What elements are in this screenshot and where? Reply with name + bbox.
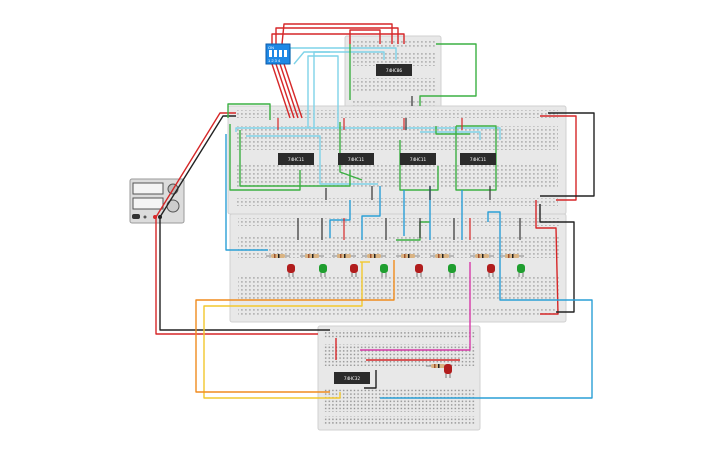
wire-green[interactable]	[435, 126, 470, 135]
resistor-icon[interactable]	[396, 254, 420, 258]
leds	[287, 264, 525, 378]
wire-black[interactable]	[364, 370, 377, 389]
led-icon[interactable]	[319, 264, 327, 277]
chip-label: 74HC11	[470, 157, 487, 163]
jumpers	[297, 96, 521, 240]
resistor-icon[interactable]	[430, 254, 454, 258]
chip-74hc32[interactable]: 74HC32	[334, 372, 370, 384]
led-icon[interactable]	[415, 264, 423, 277]
led-icon[interactable]	[444, 364, 452, 378]
wires	[155, 23, 595, 399]
chip-label: 74HC86	[386, 68, 403, 74]
wire-green[interactable]	[339, 122, 363, 181]
wire-green[interactable]	[419, 43, 477, 106]
resistors	[266, 254, 524, 368]
wire-red[interactable]	[279, 63, 299, 119]
wire-lightblue[interactable]	[235, 127, 501, 140]
dip-switch-numbers: 1 2 3 4	[268, 58, 281, 63]
wire-green[interactable]	[229, 124, 301, 191]
chip-74hc86[interactable]: 74HC86	[376, 64, 412, 76]
wire-red[interactable]	[540, 115, 577, 201]
led-icon[interactable]	[517, 264, 525, 277]
wire-red[interactable]	[283, 63, 303, 119]
wire-lightblue[interactable]	[313, 51, 330, 128]
wire-green[interactable]	[239, 130, 351, 187]
wire-red[interactable]	[349, 29, 381, 44]
wire-black[interactable]	[539, 204, 575, 313]
wire-black[interactable]	[540, 112, 595, 197]
chip-label: 74HC11	[410, 157, 427, 163]
wire-green[interactable]	[455, 125, 497, 191]
led-icon[interactable]	[380, 264, 388, 277]
wire-lightblue[interactable]	[293, 51, 385, 65]
wire-red[interactable]	[155, 217, 318, 335]
chip-label: 74HC11	[288, 157, 305, 163]
wire-green[interactable]	[227, 103, 271, 120]
resistor-icon[interactable]	[332, 254, 356, 258]
chip-label: 74HC11	[348, 157, 365, 163]
chip-74hc11-2[interactable]: 74HC11	[338, 153, 374, 165]
wire-yellow[interactable]	[203, 262, 363, 399]
resistor-icon[interactable]	[500, 254, 524, 258]
led-icon[interactable]	[487, 264, 495, 277]
chip-label: 74HC32	[344, 376, 361, 382]
resistor-icon[interactable]	[300, 254, 324, 258]
jumpers-red	[277, 118, 471, 240]
power-supply-icon[interactable]	[129, 178, 185, 224]
led-icon[interactable]	[350, 264, 358, 277]
wire-blue[interactable]	[329, 200, 351, 238]
wire-magenta[interactable]	[360, 262, 471, 351]
resistor-icon[interactable]	[362, 254, 386, 258]
chip-74hc11-4[interactable]: 74HC11	[460, 153, 496, 165]
wire-blue[interactable]	[380, 211, 593, 399]
chip-74hc11-1[interactable]: 74HC11	[278, 153, 314, 165]
chip-74hc11-3[interactable]: 74HC11	[400, 153, 436, 165]
wire-lightblue[interactable]	[307, 55, 339, 128]
wire-lightblue[interactable]	[246, 135, 378, 185]
wire-red[interactable]	[535, 200, 559, 315]
dip-switch-icon[interactable]: ON 1 2 3 4	[265, 43, 291, 65]
wire-black[interactable]	[159, 115, 236, 218]
breadboard-main-lower[interactable]	[229, 213, 567, 323]
wire-lightblue[interactable]	[420, 131, 481, 140]
dip-switch-label: ON	[268, 45, 274, 50]
wire-black[interactable]	[159, 217, 330, 331]
resistor-icon[interactable]	[266, 254, 290, 258]
wire-red[interactable]	[275, 63, 295, 119]
led-icon[interactable]	[287, 264, 295, 277]
wire-red[interactable]	[155, 112, 236, 218]
wire-orange[interactable]	[195, 260, 395, 393]
resistor-icon[interactable]	[470, 254, 494, 258]
wire-red[interactable]	[271, 63, 291, 119]
wire-blue[interactable]	[361, 186, 381, 240]
led-icon[interactable]	[448, 264, 456, 277]
wire-blue[interactable]	[225, 134, 268, 251]
